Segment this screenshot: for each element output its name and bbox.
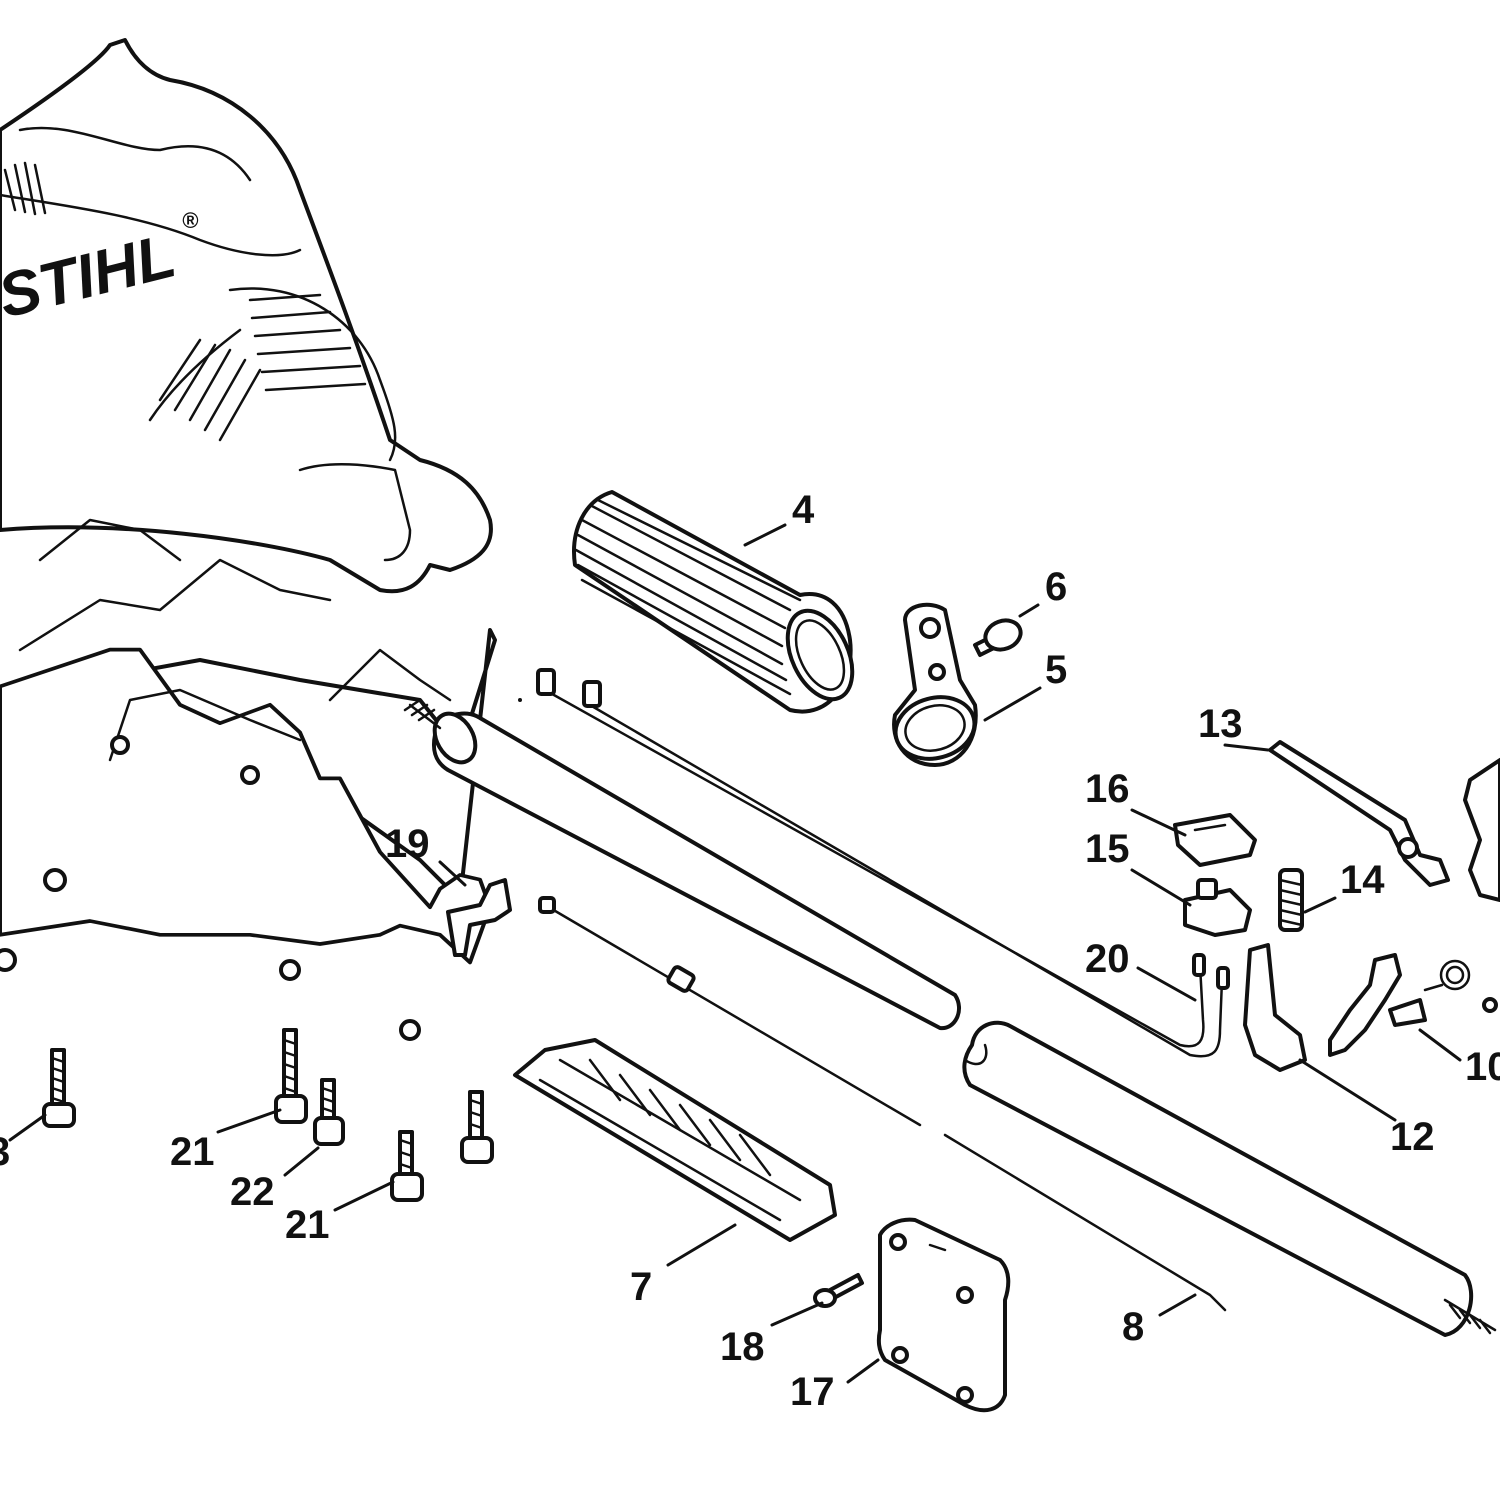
handle-housing-fragment bbox=[1463, 758, 1500, 1013]
short-circuit-switch bbox=[1183, 878, 1252, 937]
crankcase-housing bbox=[0, 518, 497, 1041]
callout-7: 7 bbox=[630, 1265, 652, 1309]
callout-20: 20 bbox=[1085, 937, 1130, 981]
switch-cap bbox=[1173, 813, 1257, 867]
clamp-screw bbox=[973, 618, 1023, 657]
screw-22 bbox=[313, 1078, 345, 1146]
cable-guide bbox=[513, 698, 837, 1242]
screw-21b bbox=[390, 1130, 424, 1202]
callout-16: 16 bbox=[1085, 767, 1130, 811]
interlock-lever bbox=[1268, 740, 1450, 887]
handle-grip bbox=[572, 490, 855, 714]
screw-21a bbox=[274, 1028, 308, 1124]
throttle-latch bbox=[1328, 953, 1427, 1057]
callout-13: 13 bbox=[1198, 702, 1243, 746]
throttle-trigger bbox=[1243, 943, 1307, 1072]
callout-17: 17 bbox=[790, 1370, 835, 1414]
handle-clamp bbox=[892, 602, 978, 767]
callout-15: 15 bbox=[1085, 827, 1130, 871]
wire-harness bbox=[536, 668, 1230, 1058]
retaining-clip bbox=[446, 878, 512, 957]
callout-14: 14 bbox=[1340, 858, 1385, 902]
callout-4: 4 bbox=[792, 488, 815, 532]
engine-shroud: STIHL ® bbox=[0, 38, 493, 594]
callout-19: 19 bbox=[385, 822, 430, 866]
vent-slots-right bbox=[158, 293, 367, 442]
throttle-cable bbox=[538, 896, 1227, 1312]
callout-5: 5 bbox=[1045, 648, 1067, 692]
torsion-spring bbox=[1423, 959, 1471, 992]
callout-21b: 21 bbox=[285, 1203, 330, 1247]
callout-10: 10 bbox=[1465, 1045, 1500, 1089]
callout-12: 12 bbox=[1390, 1115, 1435, 1159]
screw-23 bbox=[42, 1048, 76, 1128]
spring bbox=[1278, 868, 1304, 932]
callout-21a: 21 bbox=[170, 1130, 215, 1174]
callout-labels: 4 5 6 7 8 10 12 13 14 15 16 17 18 19 20 … bbox=[0, 488, 1500, 1414]
callout-18: 18 bbox=[720, 1325, 765, 1369]
callout-8: 8 bbox=[1122, 1305, 1144, 1349]
handle-housing-cover bbox=[876, 1217, 1011, 1413]
callout-23: 3 bbox=[0, 1130, 10, 1174]
drive-tube bbox=[403, 698, 1497, 1337]
cover-screw bbox=[813, 1273, 864, 1308]
callout-22: 22 bbox=[230, 1170, 275, 1214]
callout-6: 6 bbox=[1045, 565, 1067, 609]
leader-lines bbox=[8, 523, 1462, 1384]
screw-housing bbox=[460, 1090, 494, 1164]
registered-mark-icon: ® bbox=[182, 208, 199, 233]
vent-slots-left bbox=[3, 161, 47, 216]
